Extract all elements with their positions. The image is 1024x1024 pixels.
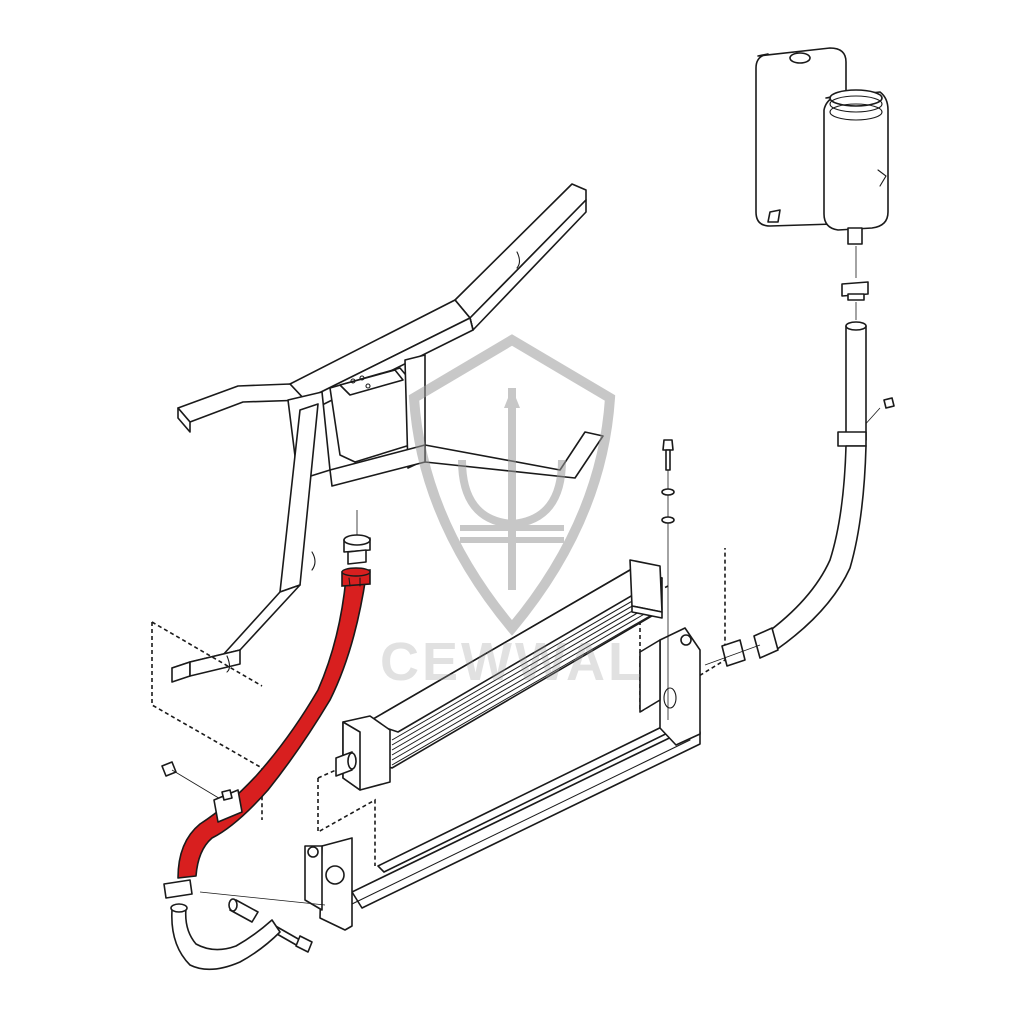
lower-hose [163, 879, 281, 971]
expansion-tank [755, 47, 889, 278]
transmission-oil-cooler [304, 559, 701, 931]
trident-shield-icon [408, 334, 616, 636]
upper-return-hose [704, 281, 869, 667]
watermark: CEWWAL [380, 334, 644, 692]
highlighted-cooler-hose [177, 567, 371, 879]
front-crossmember-frame [171, 183, 604, 683]
watermark-text: CEWWAL [380, 632, 644, 692]
hose-clamps [213, 789, 243, 823]
bolts-and-washers [161, 397, 895, 953]
rubber-mount [343, 510, 371, 565]
